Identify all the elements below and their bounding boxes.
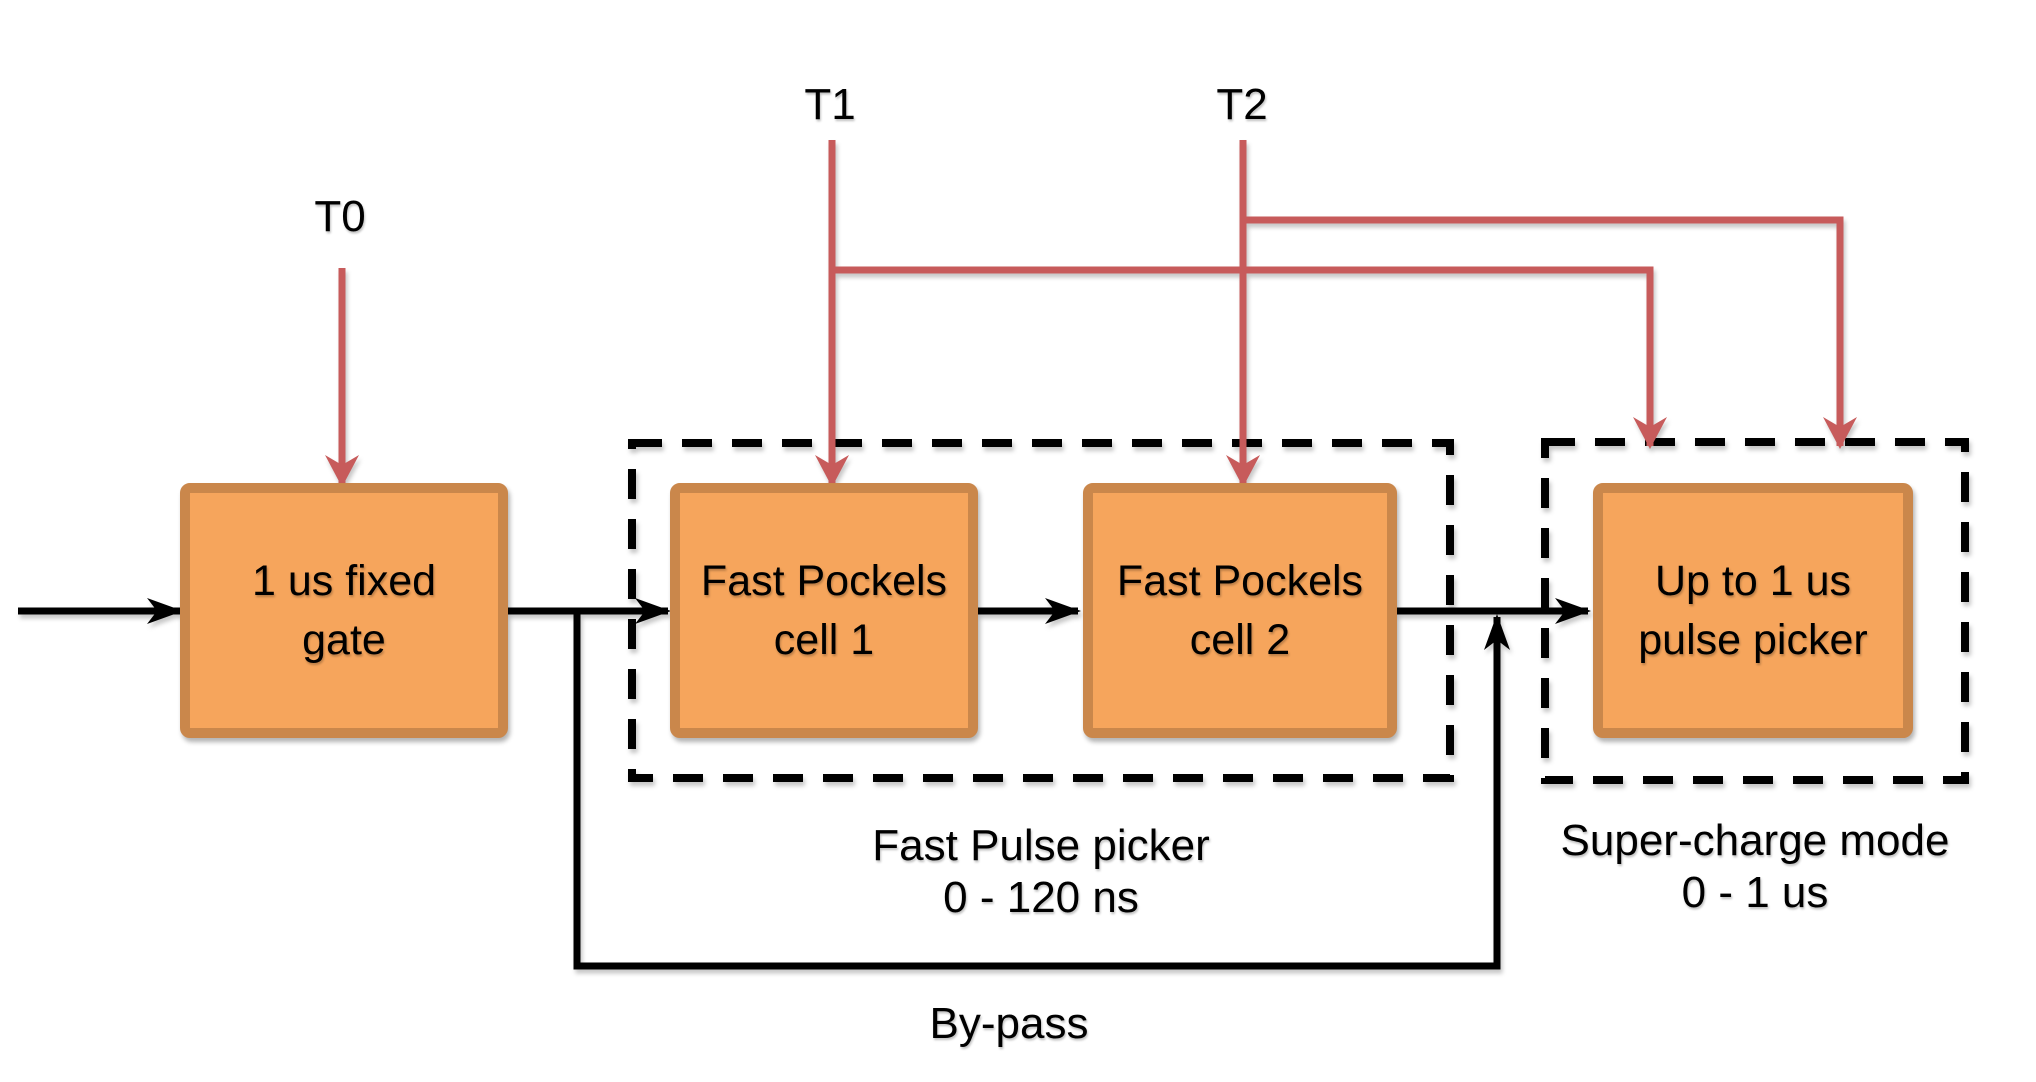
- group-fast-pulse-picker-outline: [628, 439, 1454, 782]
- node-pockels-cell-2: Fast Pockels cell 2: [1083, 483, 1397, 738]
- node-fixed-gate-line2: gate: [302, 615, 386, 664]
- node-pulse-picker-line2: pulse picker: [1638, 615, 1868, 664]
- caption-fast-pulse-picker-line2: 0 - 120 ns: [943, 873, 1139, 922]
- node-pockels-cell-2-line1: Fast Pockels: [1116, 556, 1364, 605]
- node-fixed-gate-line1: 1 us fixed: [251, 556, 437, 605]
- caption-super-charge-line1: Super-charge mode: [1560, 816, 1950, 865]
- caption-fast-pulse-picker: Fast Pulse picker 0 - 120 ns: [632, 820, 1450, 924]
- signal-t2-branch-supercharge: [1243, 216, 1857, 449]
- label-t1: T1: [804, 80, 856, 129]
- label-t2: T2: [1216, 80, 1268, 129]
- label-bypass: By-pass: [929, 999, 1089, 1048]
- label-t0: T0: [314, 192, 366, 241]
- caption-super-charge: Super-charge mode 0 - 1 us: [1545, 815, 1965, 919]
- group-super-charge-outline: [1541, 438, 1969, 784]
- node-pockels-cell-1-line2: cell 1: [773, 615, 875, 664]
- node-pockels-cell-2-line2: cell 2: [1189, 615, 1291, 664]
- node-pulse-picker-line1: Up to 1 us: [1655, 556, 1851, 605]
- signal-t1-branch-supercharge: [832, 266, 1667, 449]
- node-pulse-picker: Up to 1 us pulse picker: [1593, 483, 1913, 738]
- node-pockels-cell-1: Fast Pockels cell 1: [670, 483, 978, 738]
- node-pockels-cell-1-line1: Fast Pockels: [700, 556, 948, 605]
- node-fixed-gate: 1 us fixed gate: [180, 483, 508, 738]
- arrow-bypass-path: [573, 611, 1510, 970]
- caption-super-charge-line2: 0 - 1 us: [1681, 868, 1829, 917]
- caption-fast-pulse-picker-line1: Fast Pulse picker: [872, 821, 1210, 870]
